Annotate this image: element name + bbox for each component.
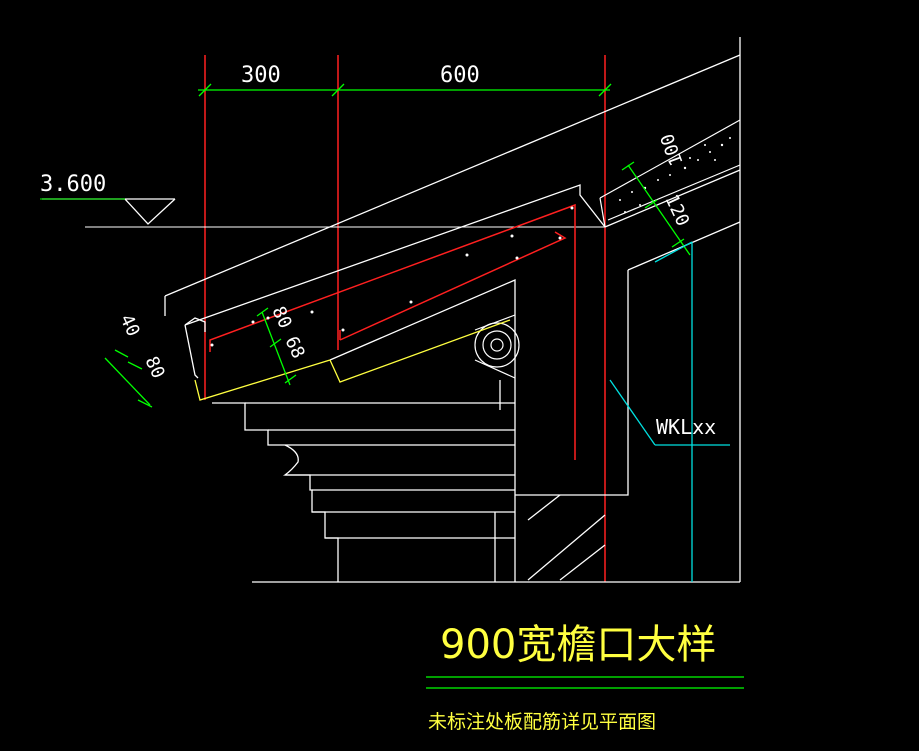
- elevation-symbol: [42, 198, 176, 225]
- dimension-80-mid: 80: [267, 303, 295, 332]
- top-dimension-chain: [198, 83, 612, 97]
- sloped-slab-section: [599, 119, 741, 228]
- dimension-68: 68: [280, 333, 308, 362]
- drawing-title: 900宽檐口大样: [440, 622, 716, 668]
- rebar-lines: [209, 203, 576, 460]
- yellow-lines: [194, 319, 511, 401]
- beam-reference: [609, 241, 730, 582]
- dimension-120: 120: [660, 191, 693, 229]
- rosette-ornament: [474, 314, 520, 379]
- dimension-600: 600: [440, 63, 480, 88]
- rebar-dots: [210, 206, 574, 347]
- title-underline: [426, 676, 744, 689]
- beam-tag: WKLxx: [656, 415, 716, 439]
- slab-hatch-dots: [619, 137, 731, 213]
- dimension-300: 300: [241, 63, 281, 88]
- slope-dimensions: [104, 161, 691, 408]
- drawing-note: 未标注处板配筋详见平面图: [428, 711, 656, 733]
- dimension-40: 40: [115, 311, 143, 340]
- dimension-80-edge: 80: [140, 353, 168, 382]
- elevation-value: 3.600: [40, 172, 106, 197]
- dimension-100: 100: [657, 131, 688, 169]
- roof-slab-outline: [164, 37, 741, 583]
